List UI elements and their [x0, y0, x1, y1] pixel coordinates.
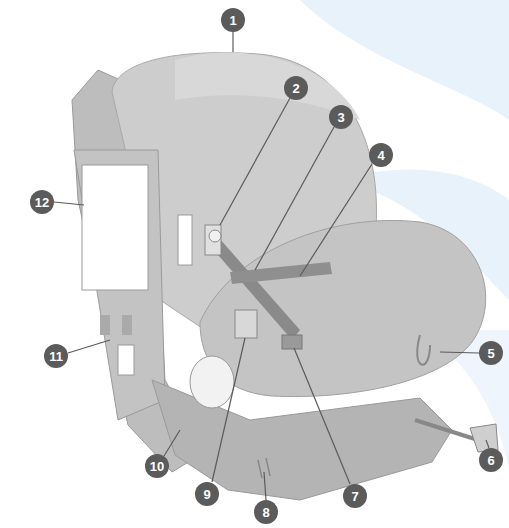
indicator-disc: [190, 356, 234, 408]
callout-number: 1: [221, 8, 245, 32]
belt-guide: [100, 315, 132, 335]
callout-number: 4: [369, 143, 393, 167]
instruction-panel: [82, 165, 148, 290]
isofix-connector: [235, 310, 257, 338]
callout-number: 9: [195, 482, 219, 506]
callout-number: 10: [145, 454, 169, 478]
callout-number: 2: [284, 76, 308, 100]
belt-loop: [417, 335, 430, 365]
adjuster-button: [209, 230, 221, 242]
callout-number: 3: [329, 105, 353, 129]
lever-arm: [415, 420, 478, 440]
callout-number: 6: [479, 448, 503, 472]
seat-shell-front: [200, 220, 486, 396]
label-sticker: [178, 215, 192, 265]
callout-number: 11: [44, 344, 68, 368]
callout-number: 7: [343, 484, 367, 508]
chest-strap: [230, 262, 332, 284]
label-sticker: [118, 345, 134, 375]
buckle-release: [282, 335, 302, 349]
leader-lines: [54, 32, 489, 500]
callout-number: 12: [30, 190, 54, 214]
callout-number: 5: [479, 341, 503, 365]
callout-number: 8: [254, 500, 278, 524]
harness-buckle: [205, 225, 221, 255]
